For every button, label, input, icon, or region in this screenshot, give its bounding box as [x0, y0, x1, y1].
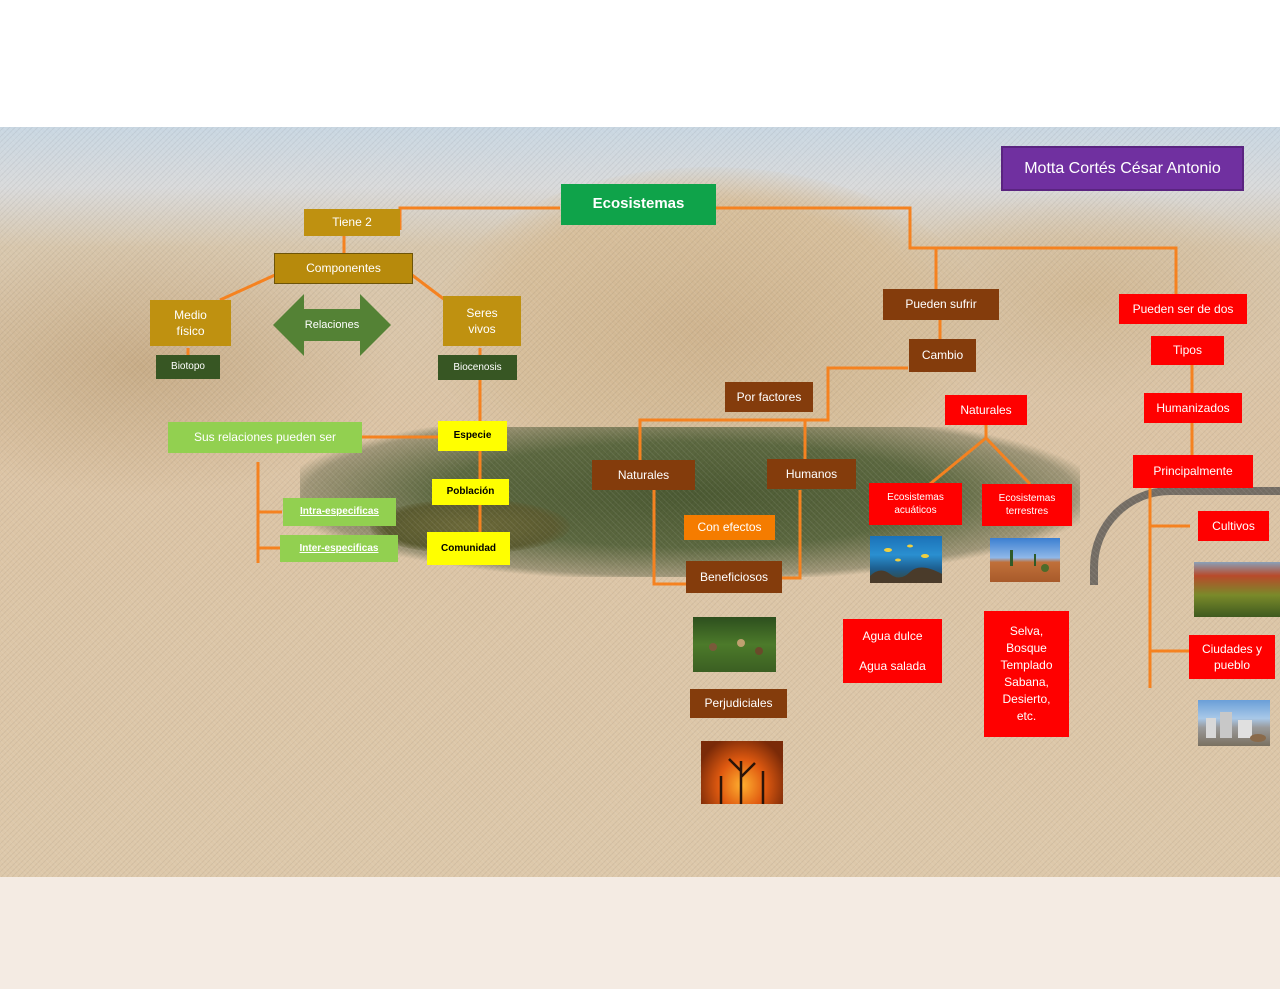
especie-node: Especie [438, 421, 507, 451]
cultivos-node: Cultivos [1198, 511, 1269, 541]
beneficiosos-node: Beneficiosos [686, 561, 782, 593]
desert-oasis-background [0, 127, 1280, 877]
ecosistemas-acuaticos-node: Ecosistemas acuáticos [869, 483, 962, 525]
por-factores-node: Por factores [725, 382, 813, 412]
biocenosis-node: Biocenosis [438, 355, 517, 380]
terrestre-item: etc. [1016, 709, 1037, 723]
ecosistemas-terrestres-node: Ecosistemas terrestres [982, 484, 1072, 526]
ciudades-node: Ciudades y pueblo [1189, 635, 1275, 679]
cambio-node: Cambio [909, 339, 976, 372]
fire-photo [701, 741, 783, 804]
seres-vivos-node: Seres vivos [443, 296, 521, 346]
principalmente-node: Principalmente [1133, 455, 1253, 488]
desert-photo [990, 538, 1060, 582]
biotopo-node: Biotopo [156, 355, 220, 379]
bottom-margin [0, 877, 1280, 989]
relaciones-label: Relaciones [304, 318, 360, 331]
pueden-sufrir-node: Pueden sufrir [883, 289, 999, 320]
terrestre-item: Selva, [1009, 624, 1044, 638]
con-efectos-node: Con efectos [684, 515, 775, 540]
terrestre-item: Bosque [1006, 641, 1047, 655]
agua-dulce-label: Agua dulce [862, 628, 923, 643]
naturales-factor-node: Naturales [592, 460, 695, 490]
medio-fisico-node: Medio físico [150, 300, 231, 346]
intra-especificas-link[interactable]: Intra-especificas [283, 498, 396, 526]
componentes-node: Componentes [274, 253, 413, 284]
poblacion-node: Población [432, 479, 509, 505]
perjudiciales-node: Perjudiciales [690, 689, 787, 718]
terrestre-item: Desierto, [1002, 692, 1051, 706]
title-node: Ecosistemas [561, 184, 716, 225]
farming-photo [693, 617, 776, 672]
inter-especificas-link[interactable]: Inter-especificas [280, 535, 398, 562]
naturales-ecosystem-node: Naturales [945, 395, 1027, 425]
author-label: Motta Cortés César Antonio [1001, 146, 1244, 191]
reef-photo [870, 536, 942, 583]
terrestre-item: Templado [1000, 658, 1053, 672]
tipos-node: Tipos [1151, 336, 1224, 365]
terrestres-list-node: Selva, Bosque Templado Sabana, Desierto,… [984, 611, 1069, 737]
terrestre-item: Sabana, [1004, 675, 1049, 689]
city-photo [1198, 700, 1270, 746]
agua-list-node: Agua dulce Agua salada [843, 619, 942, 683]
humanizados-node: Humanizados [1144, 393, 1242, 423]
tiene-2-node: Tiene 2 [304, 209, 400, 236]
pueden-ser-node: Pueden ser de dos [1119, 294, 1247, 324]
relaciones-double-arrow: Relaciones [273, 294, 391, 356]
agua-salada-label: Agua salada [859, 659, 926, 673]
sus-relaciones-node: Sus relaciones pueden ser [168, 422, 362, 453]
comunidad-node: Comunidad [427, 532, 510, 565]
humanos-node: Humanos [767, 459, 856, 489]
crops-photo [1194, 562, 1280, 617]
